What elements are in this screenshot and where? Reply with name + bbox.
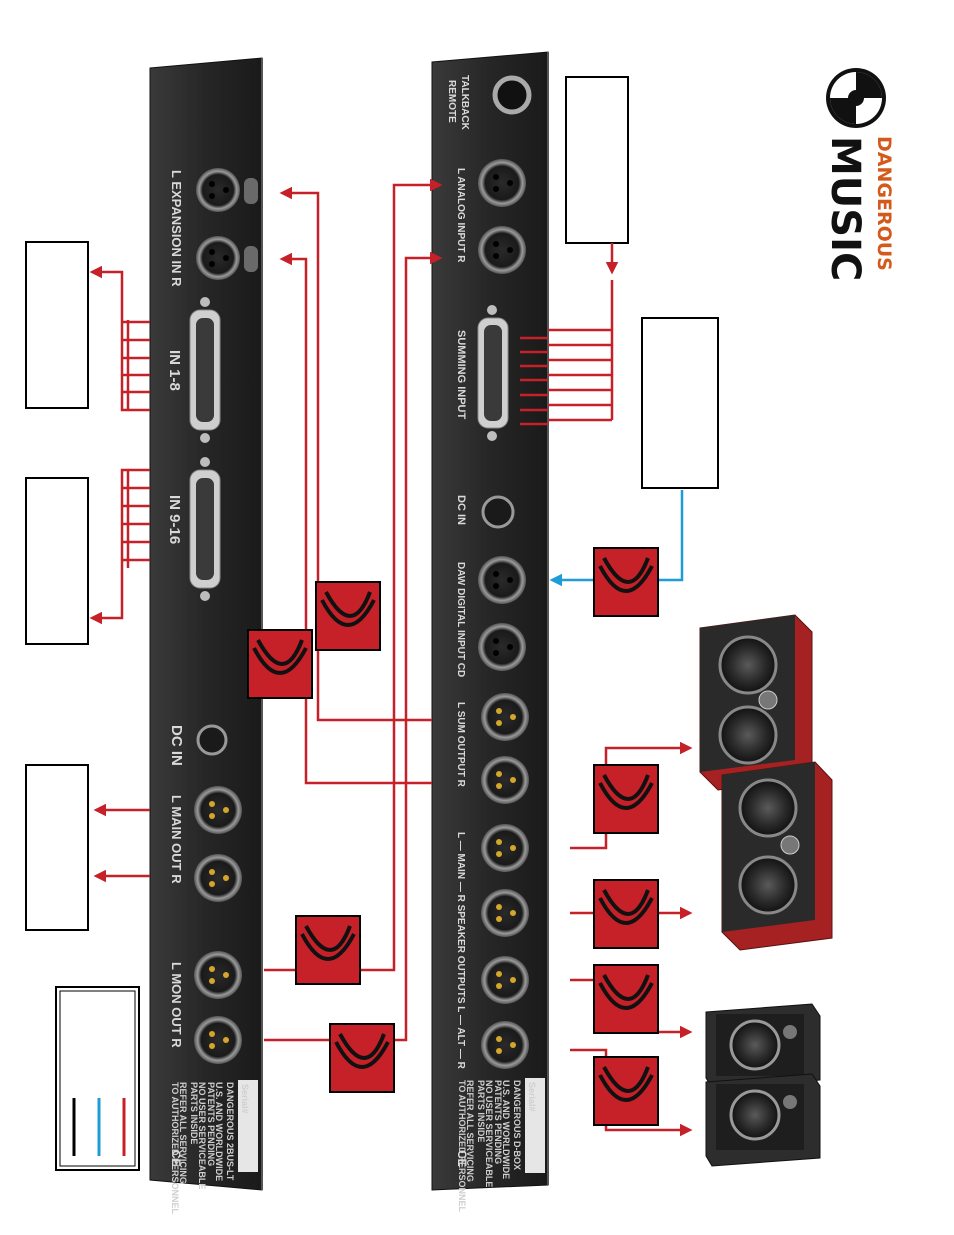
right-dc-in-label: DC IN (455, 495, 467, 525)
cable-icon (248, 630, 312, 698)
speaker-icon (731, 1091, 779, 1139)
source-box-2 (26, 478, 88, 644)
summing-input-db25 (478, 305, 508, 441)
destination-box-main (26, 765, 88, 930)
right-serial-label: Serial# (527, 1082, 537, 1112)
cable-icon (330, 1024, 394, 1092)
cable-icon (296, 916, 360, 984)
speaker-icon (740, 780, 796, 836)
cable-icon (594, 880, 658, 948)
logo-brand-bottom: MUSIC (822, 136, 868, 281)
talkback-jack (495, 78, 529, 112)
alt-speaker-2 (706, 1074, 820, 1166)
main-speaker-1 (700, 615, 812, 790)
remote-label: REMOTE (446, 80, 457, 123)
left-ce-mark: CE (169, 1150, 183, 1167)
cable-icon (594, 765, 658, 833)
cable-icon (594, 1057, 658, 1125)
talkback-label: TALKBACK (459, 75, 470, 131)
right-fine-print-6: TO AUTHORIZED PERSONNEL (457, 1080, 467, 1213)
speaker-outputs-label: L — MAIN — R SPEAKER OUTPUTS L — ALT — R (455, 832, 466, 1070)
talkback-device-box (566, 77, 628, 243)
right-ce-mark: CE (455, 1150, 469, 1167)
expansion-in-label: L EXPANSION IN R (169, 170, 184, 287)
left-serial-label: Serial# (240, 1084, 250, 1114)
main-speaker-2 (722, 762, 832, 950)
main-out-label: L MAIN OUT R (169, 795, 184, 884)
dangerous-music-logo: DANGEROUS MUSIC (822, 68, 895, 281)
cable-icon (316, 582, 380, 650)
analog-input-label: L ANALOG INPUT R (455, 168, 466, 263)
right-dc-in-jack (483, 497, 513, 527)
daw-box (642, 318, 718, 488)
sum-output-label: L SUM OUTPUT R (455, 702, 466, 788)
right-fine-print-4: PARTS INSIDE (476, 1080, 486, 1142)
left-fine-print-4: PARTS INSIDE (189, 1082, 199, 1144)
cable-icon (594, 965, 658, 1033)
source-box-1 (26, 242, 88, 408)
in-1-8-label: IN 1-8 (166, 350, 183, 391)
summing-input-label: SUMMING INPUT (455, 330, 467, 420)
left-rack-unit: L EXPANSION IN R IN 1-8 IN 9-16 DC IN L (150, 58, 262, 1215)
left-dc-in-jack (198, 726, 226, 754)
left-fine-print-6: TO AUTHORIZED PERSONNEL (170, 1082, 180, 1215)
logo-brand-top: DANGEROUS (873, 136, 895, 271)
speaker-icon (720, 637, 776, 693)
left-model-label: DANGEROUS 2BUS-LT (225, 1082, 235, 1181)
speaker-icon (731, 1021, 779, 1069)
in-9-16-label: IN 9-16 (166, 495, 183, 544)
right-rack-unit: TALKBACK REMOTE L ANALOG INPUT R SUMMING… (432, 52, 548, 1213)
legend (56, 987, 139, 1170)
left-dc-in-label: DC IN (168, 725, 185, 766)
mon-out-label: L MON OUT R (169, 962, 184, 1048)
db25-in-1-8 (190, 297, 220, 443)
right-model-label: DANGEROUS D-BOX (512, 1080, 522, 1170)
digital-input-label: DAW DIGITAL INPUT CD (455, 562, 466, 677)
digital-cable-icon (594, 548, 658, 616)
db25-in-9-16 (190, 457, 220, 601)
